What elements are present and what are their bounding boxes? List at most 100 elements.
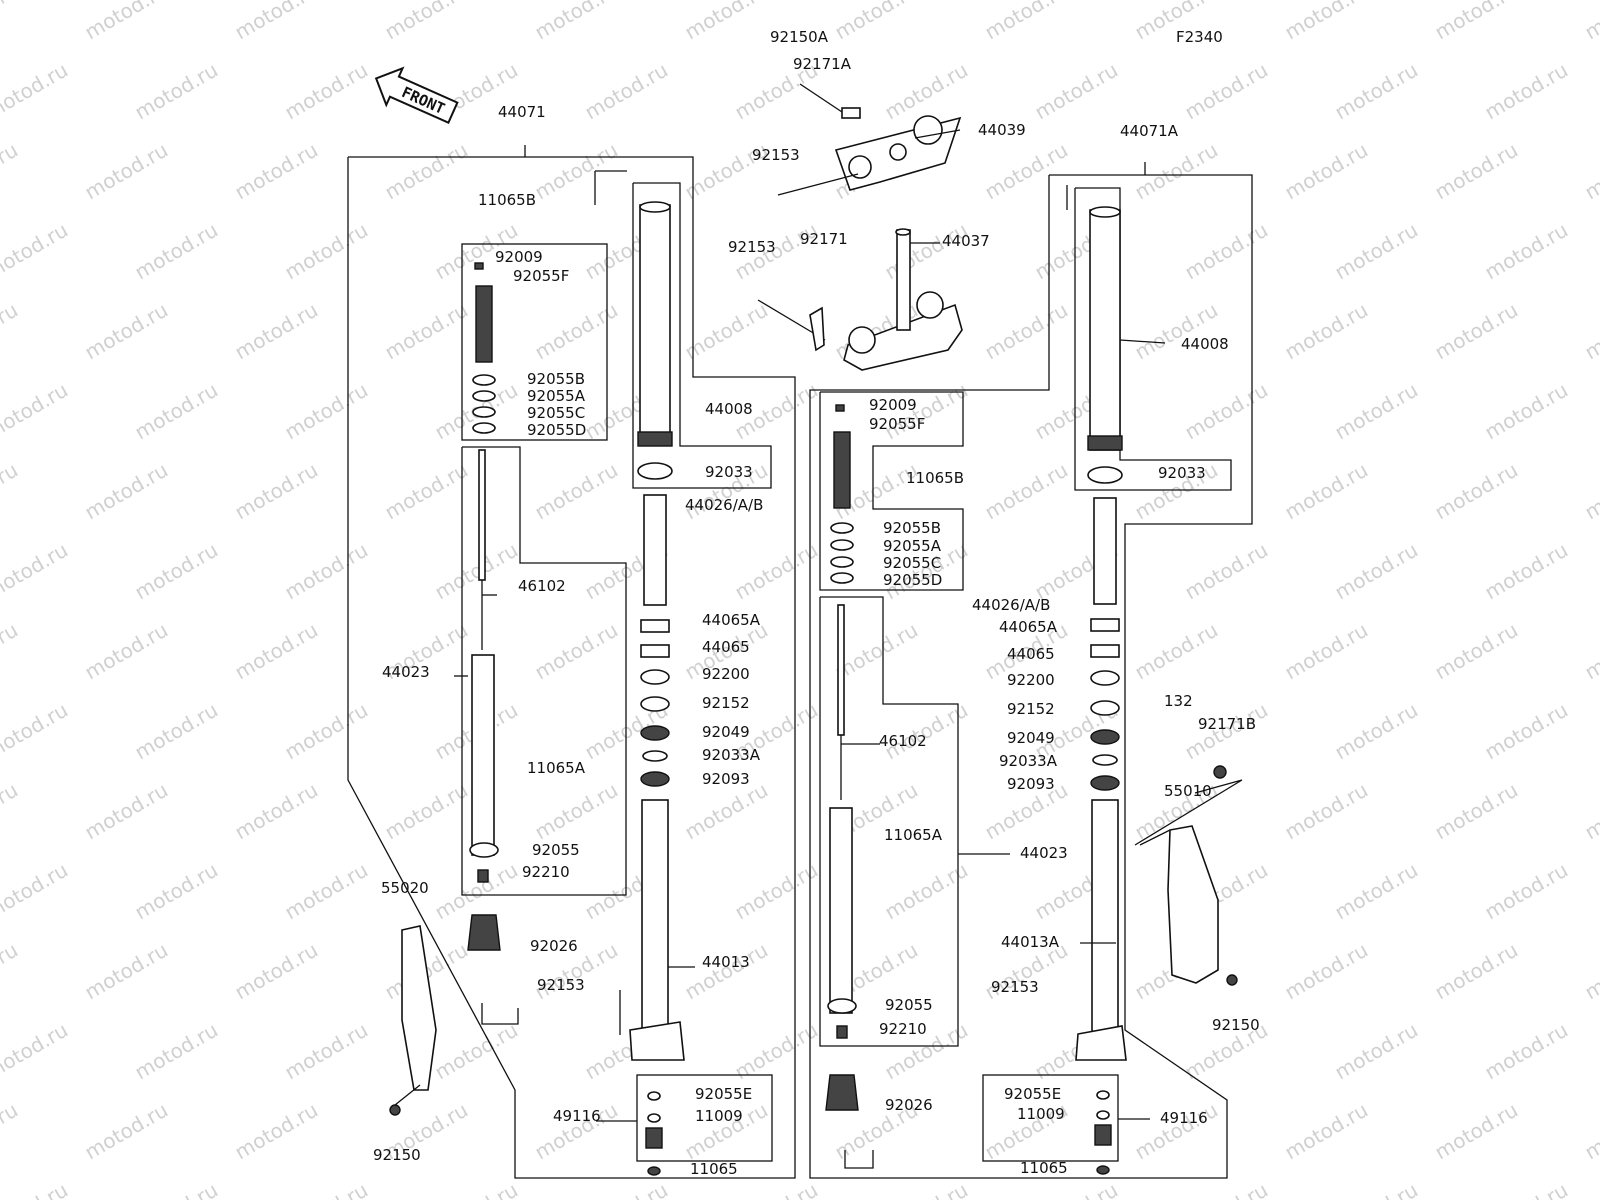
watermark-text: motod.ru bbox=[231, 458, 322, 525]
watermark-text: motod.ru bbox=[0, 0, 22, 44]
part-number-label: 92153 bbox=[728, 238, 776, 256]
part-number-label: 92055F bbox=[869, 415, 925, 433]
watermark-text: motod.ru bbox=[1181, 58, 1272, 125]
watermark-text: motod.ru bbox=[1481, 1178, 1572, 1200]
part-number-label: 92210 bbox=[522, 863, 570, 881]
part-number-label: 46102 bbox=[879, 732, 927, 750]
watermark-text: motod.ru bbox=[131, 1018, 222, 1085]
watermark-text: motod.ru bbox=[981, 0, 1072, 44]
part-number-label: 92026 bbox=[885, 1096, 933, 1114]
part-number-label: 92026 bbox=[530, 937, 578, 955]
watermark-text: motod.ru bbox=[281, 538, 372, 605]
watermark-text: motod.ru bbox=[1431, 938, 1522, 1005]
part-number-label: 44026/A/B bbox=[685, 496, 763, 514]
watermark-text: motod.ru bbox=[1431, 1098, 1522, 1165]
watermark-text: motod.ru bbox=[231, 298, 322, 365]
watermark-text: motod.ru bbox=[1431, 618, 1522, 685]
watermark-text: motod.ru bbox=[981, 298, 1072, 365]
watermark-text: motod.ru bbox=[531, 0, 622, 44]
part-number-label: 92153 bbox=[537, 976, 585, 994]
watermark-text: motod.ru bbox=[1281, 0, 1372, 44]
part-number-label: 44013 bbox=[702, 953, 750, 971]
watermark-text: motod.ru bbox=[681, 938, 772, 1005]
watermark-text: motod.ru bbox=[0, 858, 72, 925]
right-fork-assembly bbox=[809, 162, 1253, 1179]
part-number-label: 11065A bbox=[884, 826, 943, 844]
watermark-text: motod.ru bbox=[531, 458, 622, 525]
part-number-label: 44013A bbox=[1001, 933, 1060, 951]
watermark-text: motod.ru bbox=[281, 1178, 372, 1200]
part-number-label: 92055B bbox=[883, 519, 941, 537]
part-number-label: 44026/A/B bbox=[972, 596, 1050, 614]
watermark-text: motod.ru bbox=[1281, 458, 1372, 525]
watermark-text: motod.ru bbox=[1581, 458, 1600, 525]
watermark-text: motod.ru bbox=[981, 138, 1072, 205]
part-number-label: 11065A bbox=[527, 759, 586, 777]
watermark-text: motod.ru bbox=[431, 1178, 522, 1200]
part-number-label: 44071A bbox=[1120, 122, 1179, 140]
watermark-text: motod.ru bbox=[1481, 858, 1572, 925]
part-number-label: 44071 bbox=[498, 103, 546, 121]
watermark-text: motod.ru bbox=[0, 58, 72, 125]
watermark-text: motod.ru bbox=[1581, 1098, 1600, 1165]
watermark-text: motod.ru bbox=[81, 938, 172, 1005]
watermark-text: motod.ru bbox=[1281, 778, 1372, 845]
watermark-text: motod.ru bbox=[1431, 778, 1522, 845]
watermark-text: motod.ru bbox=[1181, 378, 1272, 445]
watermark-text: motod.ru bbox=[231, 1098, 322, 1165]
part-number-label: 55020 bbox=[381, 879, 429, 897]
watermark-text: motod.ru bbox=[0, 698, 72, 765]
watermark-text: motod.ru bbox=[1331, 218, 1422, 285]
part-number-label: 92055 bbox=[885, 996, 933, 1014]
watermark-text: motod.ru bbox=[1131, 618, 1222, 685]
watermark-text: motod.ru bbox=[0, 138, 22, 205]
part-number-label: 92171A bbox=[793, 55, 852, 73]
watermark-text: motod.ru bbox=[731, 858, 822, 925]
watermark-text: motod.ru bbox=[1431, 138, 1522, 205]
part-number-label: 49116 bbox=[1160, 1109, 1208, 1127]
watermark-text: motod.ru bbox=[1481, 378, 1572, 445]
part-number-label: 92033A bbox=[999, 752, 1058, 770]
watermark-text: motod.ru bbox=[1131, 298, 1222, 365]
part-number-label: 44023 bbox=[382, 663, 430, 681]
part-number-label: 92049 bbox=[702, 723, 750, 741]
watermark-text: motod.ru bbox=[1281, 138, 1372, 205]
watermark-text: motod.ru bbox=[431, 1018, 522, 1085]
part-number-label: 92055D bbox=[527, 421, 586, 439]
part-number-label: 92055D bbox=[883, 571, 942, 589]
watermark-text: motod.ru bbox=[1281, 1098, 1372, 1165]
watermark-text: motod.ru bbox=[581, 58, 672, 125]
watermark-text: motod.ru bbox=[0, 298, 22, 365]
part-number-label: 92200 bbox=[702, 665, 750, 683]
watermark-text: motod.ru bbox=[0, 1018, 72, 1085]
part-number-label: 92210 bbox=[879, 1020, 927, 1038]
watermark-text: motod.ru bbox=[681, 298, 772, 365]
watermark-text: motod.ru bbox=[1581, 0, 1600, 44]
watermark-text: motod.ru bbox=[1181, 1178, 1272, 1200]
watermark-text: motod.ru bbox=[1481, 698, 1572, 765]
watermark-text: motod.ru bbox=[81, 1098, 172, 1165]
part-number-label: 49116 bbox=[553, 1107, 601, 1125]
watermark-text: motod.ru bbox=[0, 618, 22, 685]
watermark-text: motod.ru bbox=[1581, 618, 1600, 685]
part-number-label: 132 bbox=[1164, 692, 1193, 710]
watermark-text: motod.ru bbox=[81, 138, 172, 205]
watermark-text: motod.ru bbox=[231, 938, 322, 1005]
left-fork-assembly bbox=[347, 145, 796, 1179]
watermark-text: motod.ru bbox=[281, 698, 372, 765]
watermark-text: motod.ru bbox=[281, 218, 372, 285]
part-number-label: 44023 bbox=[1020, 844, 1068, 862]
watermark-text: motod.ru bbox=[0, 538, 72, 605]
watermark-text: motod.ru bbox=[881, 218, 972, 285]
watermark-text: motod.ru bbox=[1431, 298, 1522, 365]
part-number-label: 92055E bbox=[1004, 1085, 1061, 1103]
part-number-label: 92153 bbox=[991, 978, 1039, 996]
watermark-text: motod.ru bbox=[581, 1178, 672, 1200]
part-number-label: 92033 bbox=[705, 463, 753, 481]
watermark-text: motod.ru bbox=[1031, 1178, 1122, 1200]
watermark-text: motod.ru bbox=[1181, 538, 1272, 605]
watermark-text: motod.ru bbox=[0, 778, 22, 845]
watermark-text: motod.ru bbox=[131, 218, 222, 285]
part-number-label: 92150A bbox=[770, 28, 829, 46]
